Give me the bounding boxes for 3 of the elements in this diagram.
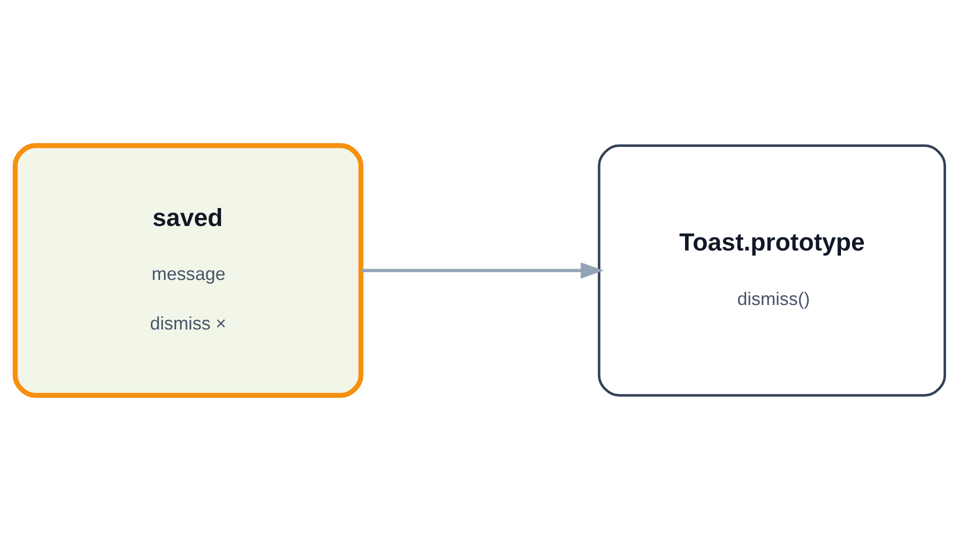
node-box: Toast.prototype dismiss() [598,144,946,396]
arrow [362,262,604,278]
node-box: saved message dismiss × [12,142,364,398]
